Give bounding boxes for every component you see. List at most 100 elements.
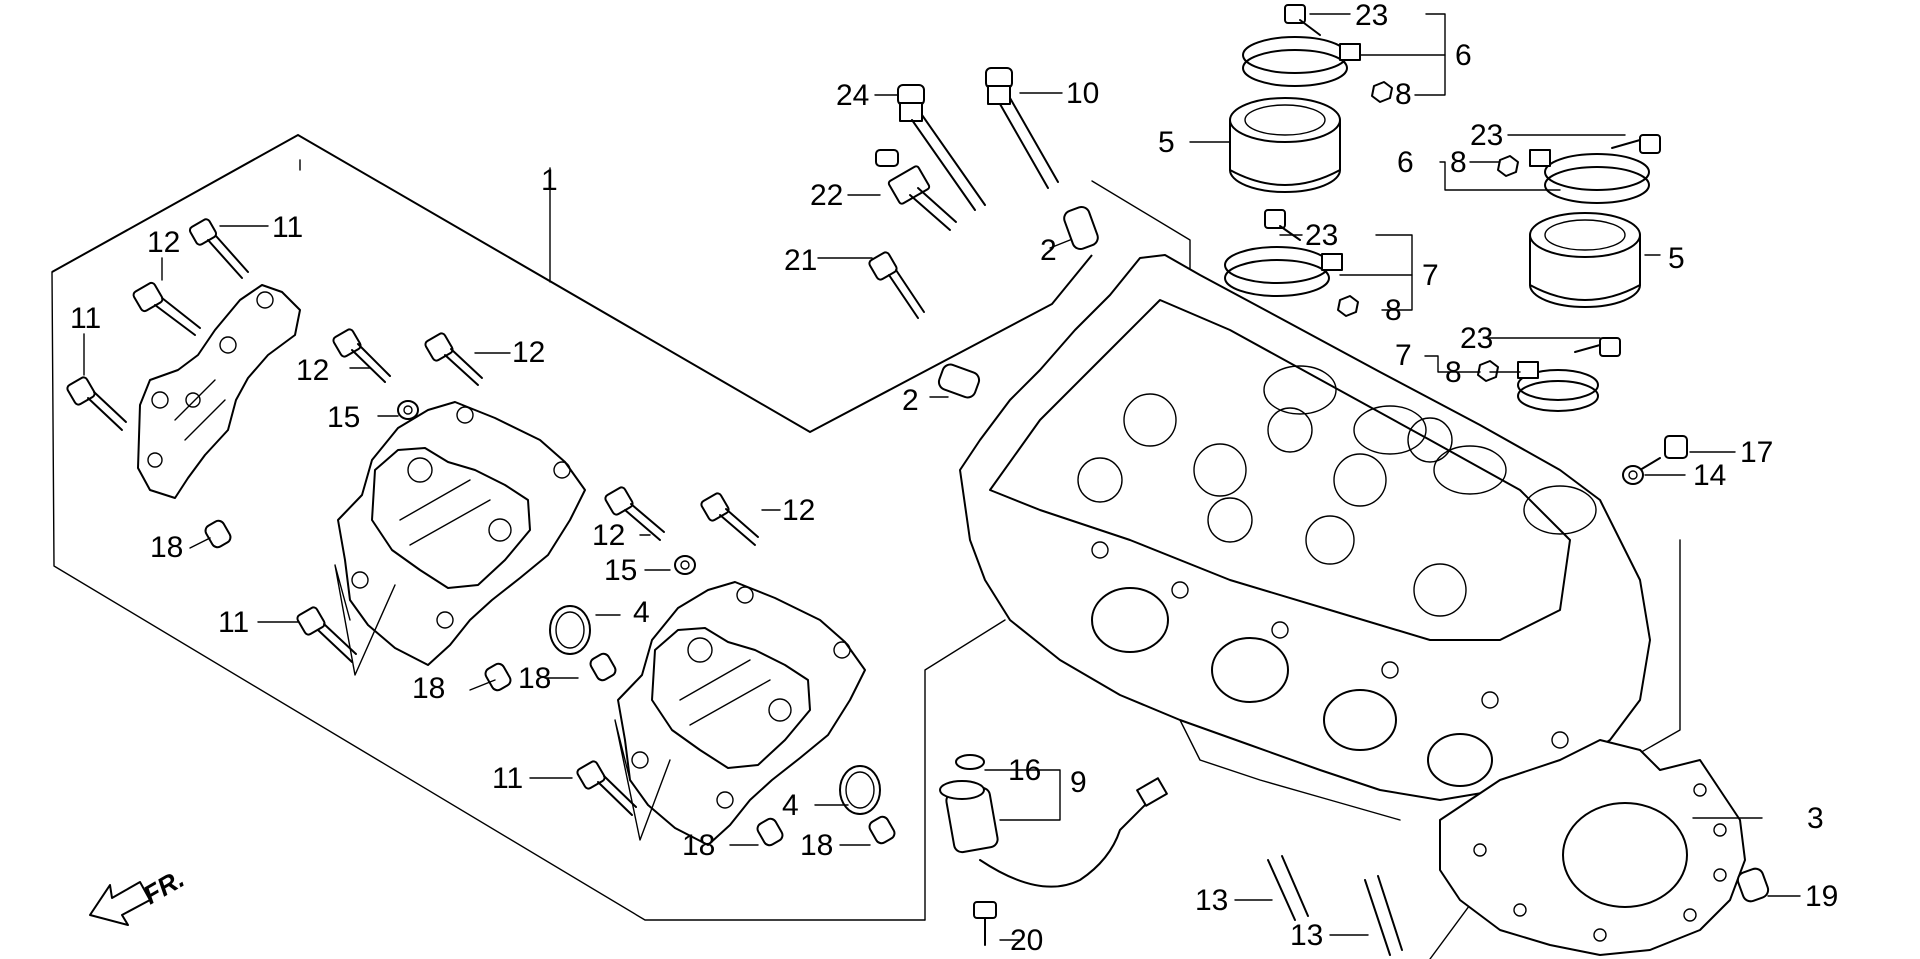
callout-label: 23 <box>1460 322 1493 355</box>
intake-insulator <box>1229 97 1341 193</box>
cylinder-head-gasket <box>1439 739 1746 956</box>
callout-label: 18 <box>800 829 833 862</box>
callout-label: 6 <box>1455 39 1472 72</box>
callout-label: 12 <box>782 494 815 527</box>
bolt <box>1264 209 1301 241</box>
callout-label: 10 <box>1066 77 1099 110</box>
callout-label: 21 <box>784 244 817 277</box>
bolt <box>1611 134 1661 154</box>
callout-label: 8 <box>1395 78 1412 111</box>
insulator-band <box>1529 149 1650 204</box>
callout-label: 12 <box>592 519 625 552</box>
callout-label: 12 <box>512 336 545 369</box>
dowel-pin <box>1736 867 1770 903</box>
bolt <box>188 218 249 279</box>
nut <box>1497 155 1519 177</box>
front-arrow: FR. <box>89 863 189 926</box>
insulator-band <box>1224 246 1343 297</box>
nut <box>1371 81 1393 103</box>
bolt <box>332 328 391 383</box>
bolt <box>66 376 127 431</box>
callout-label: 16 <box>1008 754 1041 787</box>
dowel-pin <box>204 519 232 549</box>
callout-label: 14 <box>1693 459 1726 492</box>
callout-label: 23 <box>1305 219 1338 252</box>
callout-label: 19 <box>1805 880 1838 913</box>
callout-label: 12 <box>296 354 329 387</box>
callout-label: 12 <box>147 226 180 259</box>
o-ring <box>839 765 881 815</box>
callout-label: 11 <box>272 211 303 244</box>
callout-label: 9 <box>1070 766 1087 799</box>
callout-label: 2 <box>902 384 919 417</box>
cylinder-head <box>959 254 1651 821</box>
callout-label: 23 <box>1355 0 1388 32</box>
stud-bolt <box>985 67 1059 189</box>
callout-label: 8 <box>1450 146 1467 179</box>
bolt <box>604 486 665 541</box>
stud-bolt <box>897 84 986 211</box>
callout-label: 8 <box>1445 356 1462 389</box>
cam-pulse-sensor <box>939 777 1168 888</box>
callout-label: 4 <box>782 789 799 822</box>
callout-labels: 1 2 2 3 4 4 5 5 6 6 7 7 8 8 8 8 9 10 11 … <box>70 0 1838 957</box>
callout-label: 5 <box>1158 126 1175 159</box>
callout-label: 11 <box>70 302 101 335</box>
callout-label: 6 <box>1397 146 1414 179</box>
washer <box>674 555 696 575</box>
camshaft-holder-left <box>337 401 586 666</box>
camshaft-holder-bracket <box>137 284 301 499</box>
bolt <box>576 760 637 816</box>
callout-label: 23 <box>1470 119 1503 152</box>
insulator-band <box>1242 36 1361 87</box>
callout-label: 18 <box>150 531 183 564</box>
o-ring <box>955 754 985 770</box>
leader-lines <box>83 13 1801 941</box>
bolt <box>424 332 483 386</box>
intake-insulator <box>1529 212 1641 308</box>
callout-label: 18 <box>518 662 551 695</box>
callout-label: 20 <box>1010 924 1043 957</box>
bolt <box>973 901 997 946</box>
dowel-pin <box>589 652 617 682</box>
callout-label: 17 <box>1740 436 1773 469</box>
callout-label: 13 <box>1290 919 1323 952</box>
o-ring <box>549 605 591 655</box>
callout-label: 15 <box>604 554 637 587</box>
callout-label: 7 <box>1395 339 1412 372</box>
nut <box>1477 360 1499 382</box>
callout-label: 11 <box>218 606 249 639</box>
callout-label: 18 <box>412 672 445 705</box>
bolt <box>1639 435 1688 471</box>
stud-bolt <box>1364 875 1403 956</box>
insulator-band <box>1517 361 1599 412</box>
left-group-outline <box>51 133 1093 921</box>
callout-label: 18 <box>682 829 715 862</box>
bolt <box>700 492 759 546</box>
callout-label: 8 <box>1385 294 1402 327</box>
bolt <box>1574 337 1621 357</box>
bolt <box>868 251 925 319</box>
dowel-pin <box>1063 206 1099 250</box>
callout-label: 15 <box>327 401 360 434</box>
bolt <box>132 281 201 336</box>
callout-label: 24 <box>836 79 869 112</box>
callout-label: 1 <box>541 164 558 197</box>
callout-label: 22 <box>810 179 843 212</box>
callout-label: 4 <box>633 596 650 629</box>
nut <box>1337 295 1359 317</box>
callout-label: 3 <box>1807 802 1824 835</box>
bolt <box>1284 4 1321 36</box>
spark-plug <box>875 149 957 231</box>
washer <box>397 400 419 420</box>
callout-label: 5 <box>1668 242 1685 275</box>
callout-label: 2 <box>1040 234 1057 267</box>
callout-label: 7 <box>1422 259 1439 292</box>
washer <box>1622 465 1644 485</box>
dowel-pin <box>484 662 512 692</box>
stud-bolt <box>1267 855 1309 921</box>
callout-label: 11 <box>492 762 523 795</box>
dowel-pin <box>868 815 896 845</box>
dowel-pin <box>937 363 981 399</box>
